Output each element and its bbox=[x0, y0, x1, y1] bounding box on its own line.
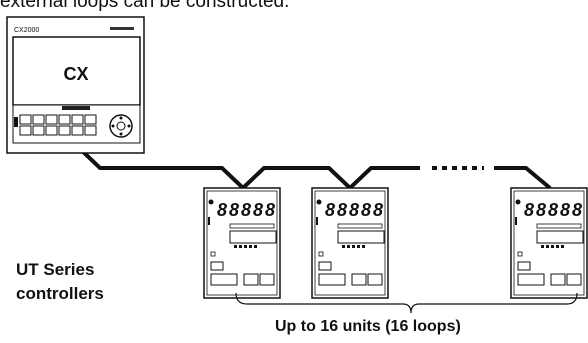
recorder-screen bbox=[12, 36, 141, 106]
controller-display: 88888 bbox=[325, 200, 383, 220]
units-count-label: Up to 16 units (16 loops) bbox=[275, 318, 461, 335]
ut-controller-16: 88888 bbox=[510, 187, 588, 299]
ut-series-label: UT Series controllers bbox=[16, 258, 104, 306]
controllers-brace bbox=[235, 292, 578, 314]
controller-display: 88888 bbox=[524, 200, 582, 220]
recorder-keypad bbox=[19, 114, 97, 136]
controller-display: 88888 bbox=[217, 200, 275, 220]
recorder-screen-label: CX bbox=[63, 64, 88, 84]
ut-controller-2: 88888 bbox=[311, 187, 389, 299]
recorder-model-label: CX2000 bbox=[14, 27, 39, 34]
communication-cable bbox=[74, 143, 552, 191]
ut-series-label-line1: UT Series bbox=[16, 260, 95, 279]
ut-controller-1: 88888 bbox=[203, 187, 281, 299]
intro-text: external loops can be constructed. bbox=[0, 0, 290, 12]
ut-series-label-line2: controllers bbox=[16, 284, 104, 303]
cx-recorder: CX2000 CX bbox=[6, 16, 145, 154]
